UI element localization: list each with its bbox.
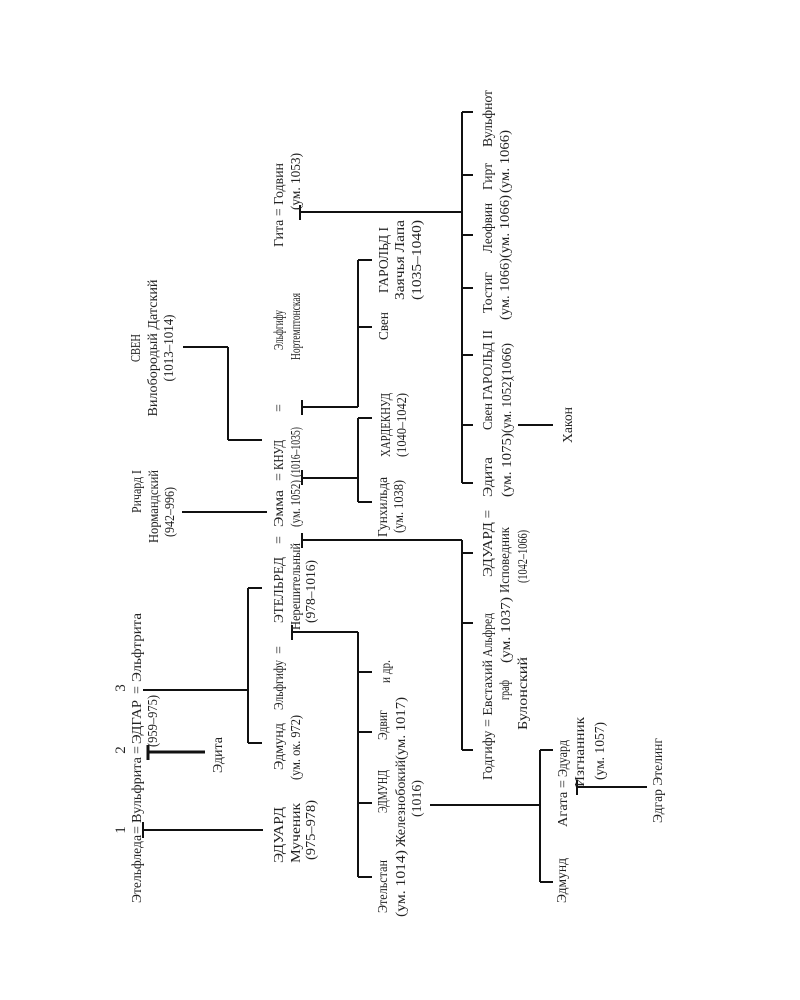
person-edward-confessor-title: Исповедник: [498, 527, 513, 593]
labels: Этельфледа = 1 Вульфрита = 2 ЭДГАР (959–…: [113, 90, 666, 917]
person-leofwine-note: (ум. 1066): [498, 195, 513, 258]
person-sven: СВЕН: [129, 334, 144, 362]
marriage-sign: =: [272, 536, 287, 544]
person-edgar: ЭДГАР: [130, 700, 145, 744]
person-harold2: ГАРОЛЬД II: [481, 330, 496, 400]
person-sven-godwinson: Свен: [481, 403, 496, 430]
person-richard: Ричард I: [130, 470, 145, 513]
marriage-sign: =: [272, 473, 287, 481]
person-edmund-ironside: ЭДМУНД: [376, 770, 391, 813]
person-richard-years: (942–996): [163, 487, 178, 537]
person-edward-exile: Эдуард: [556, 740, 571, 777]
marriage-sign: =: [130, 686, 145, 694]
person-athelstan: Этельстан: [376, 860, 391, 913]
person-aethelred: ЭТЕЛЬРЕД: [272, 557, 287, 623]
person-athelstan-note: (ум. 1014): [394, 850, 409, 917]
person-edward-exile-note: (ум. 1057): [593, 722, 608, 780]
person-edward-exile-title: Изгнанник: [573, 717, 588, 787]
person-leofwine: Леофвин: [481, 203, 496, 253]
marriage-sign: =: [272, 646, 287, 654]
others-label: и др.: [379, 660, 394, 683]
person-tostig-note: (ум. 1066): [498, 258, 513, 320]
person-cnut-years: (1016–1035): [289, 427, 304, 477]
person-edith-godwin: Эдита: [481, 456, 496, 497]
person-harold1: ГАРОЛЬД I: [377, 227, 392, 293]
person-harold1-years: (1035–1040): [410, 220, 425, 300]
person-edgar-years: (959–975): [146, 695, 161, 747]
person-hakon: Хакон: [561, 407, 576, 443]
person-harthacnut-years: (1040–1042): [395, 393, 410, 457]
person-edward-martyr-title: Мученик: [289, 803, 304, 863]
person-emma-note: (ум. 1052): [289, 480, 304, 527]
person-godwin-note: (ум. 1053): [289, 153, 304, 210]
person-edmund-ironside-title: Железнобокий: [394, 760, 409, 847]
person-godwin: Гита = Годвин: [272, 163, 287, 247]
person-edward-martyr: ЭДУАРД: [272, 807, 287, 863]
person-gyrth: Гирт: [481, 163, 496, 190]
person-godgifu: Годгифу = Евстахий: [481, 659, 496, 780]
marriage-number-3: 3: [113, 684, 129, 692]
person-sven-son: Свен: [377, 312, 392, 340]
person-aethelred-title: Нерешительный: [289, 543, 304, 630]
person-eustace-title: граф: [498, 680, 513, 700]
person-aelfgifu-northampton-title: Нортемптонская: [289, 293, 304, 360]
person-edith: Эдита: [211, 736, 226, 773]
person-alfred-note: (ум. 1037): [499, 597, 514, 663]
person-cnut: КНУД: [272, 440, 287, 470]
person-wulfnoth: Вульфнот: [481, 90, 496, 147]
person-aethelflaed: Этельфледа: [130, 834, 145, 903]
person-gunhilda-note: (ум. 1038): [392, 480, 407, 533]
person-edmund-ironside-years: (1016): [410, 780, 425, 817]
person-harold2-years: (1066): [500, 343, 515, 380]
person-eadwig-note: (ум. 1017): [394, 697, 409, 760]
person-alfred: Альфред: [481, 613, 496, 657]
person-eustace-place: Булонский: [516, 656, 531, 730]
person-aelfthryth: Эльфтрита: [130, 612, 145, 682]
person-edith-godwin-note: (ум. 1075): [500, 433, 515, 497]
person-edgar-atheling: Эдгар Этелинг: [651, 738, 666, 823]
person-gunhilda: Гунхильда: [376, 476, 391, 537]
marriage-number-2: 2: [113, 746, 129, 754]
person-tostig: Тостиг: [481, 272, 496, 313]
marriage-sign: =: [130, 746, 145, 754]
marriage-sign: =: [130, 826, 145, 834]
person-edward-confessor: ЭДУАРД =: [481, 510, 496, 577]
person-aethelred-years: (978–1016): [304, 560, 319, 623]
marriage-sign: =: [272, 404, 287, 412]
person-eadwig: Эдвиг: [376, 710, 391, 740]
person-edmund-972: Эдмунд: [272, 723, 287, 770]
person-edward-martyr-years: (975–978): [304, 800, 319, 860]
person-emma: Эмма: [272, 489, 287, 527]
person-aelfgifu: Эльфгифу: [272, 660, 287, 710]
connector-lines: [142, 111, 647, 883]
person-edmund-972-note: (ум. ок. 972): [289, 715, 304, 780]
person-sven-years: (1013–1014): [162, 314, 177, 381]
person-sven-title: Вилобородый Датский: [146, 279, 161, 417]
person-sven-godwinson-note: (ум. 1052): [500, 377, 515, 433]
person-edmund-son: Эдмунд: [555, 858, 570, 903]
person-aelfgifu-northampton: Эльфгифу: [272, 310, 287, 350]
person-agatha: Агата =: [556, 780, 571, 827]
person-wulfthryth: Вульфрита: [130, 756, 145, 823]
person-harold1-title: Заячья Лапа: [393, 219, 408, 300]
marriage-number-1: 1: [113, 826, 129, 834]
person-richard-title: Нормандский: [147, 470, 162, 543]
person-edward-confessor-years: (1042–1066): [516, 530, 531, 583]
person-gyrth-note: (ум. 1066): [498, 130, 513, 193]
person-harthacnut: ХАРДЕКНУД: [379, 393, 394, 457]
